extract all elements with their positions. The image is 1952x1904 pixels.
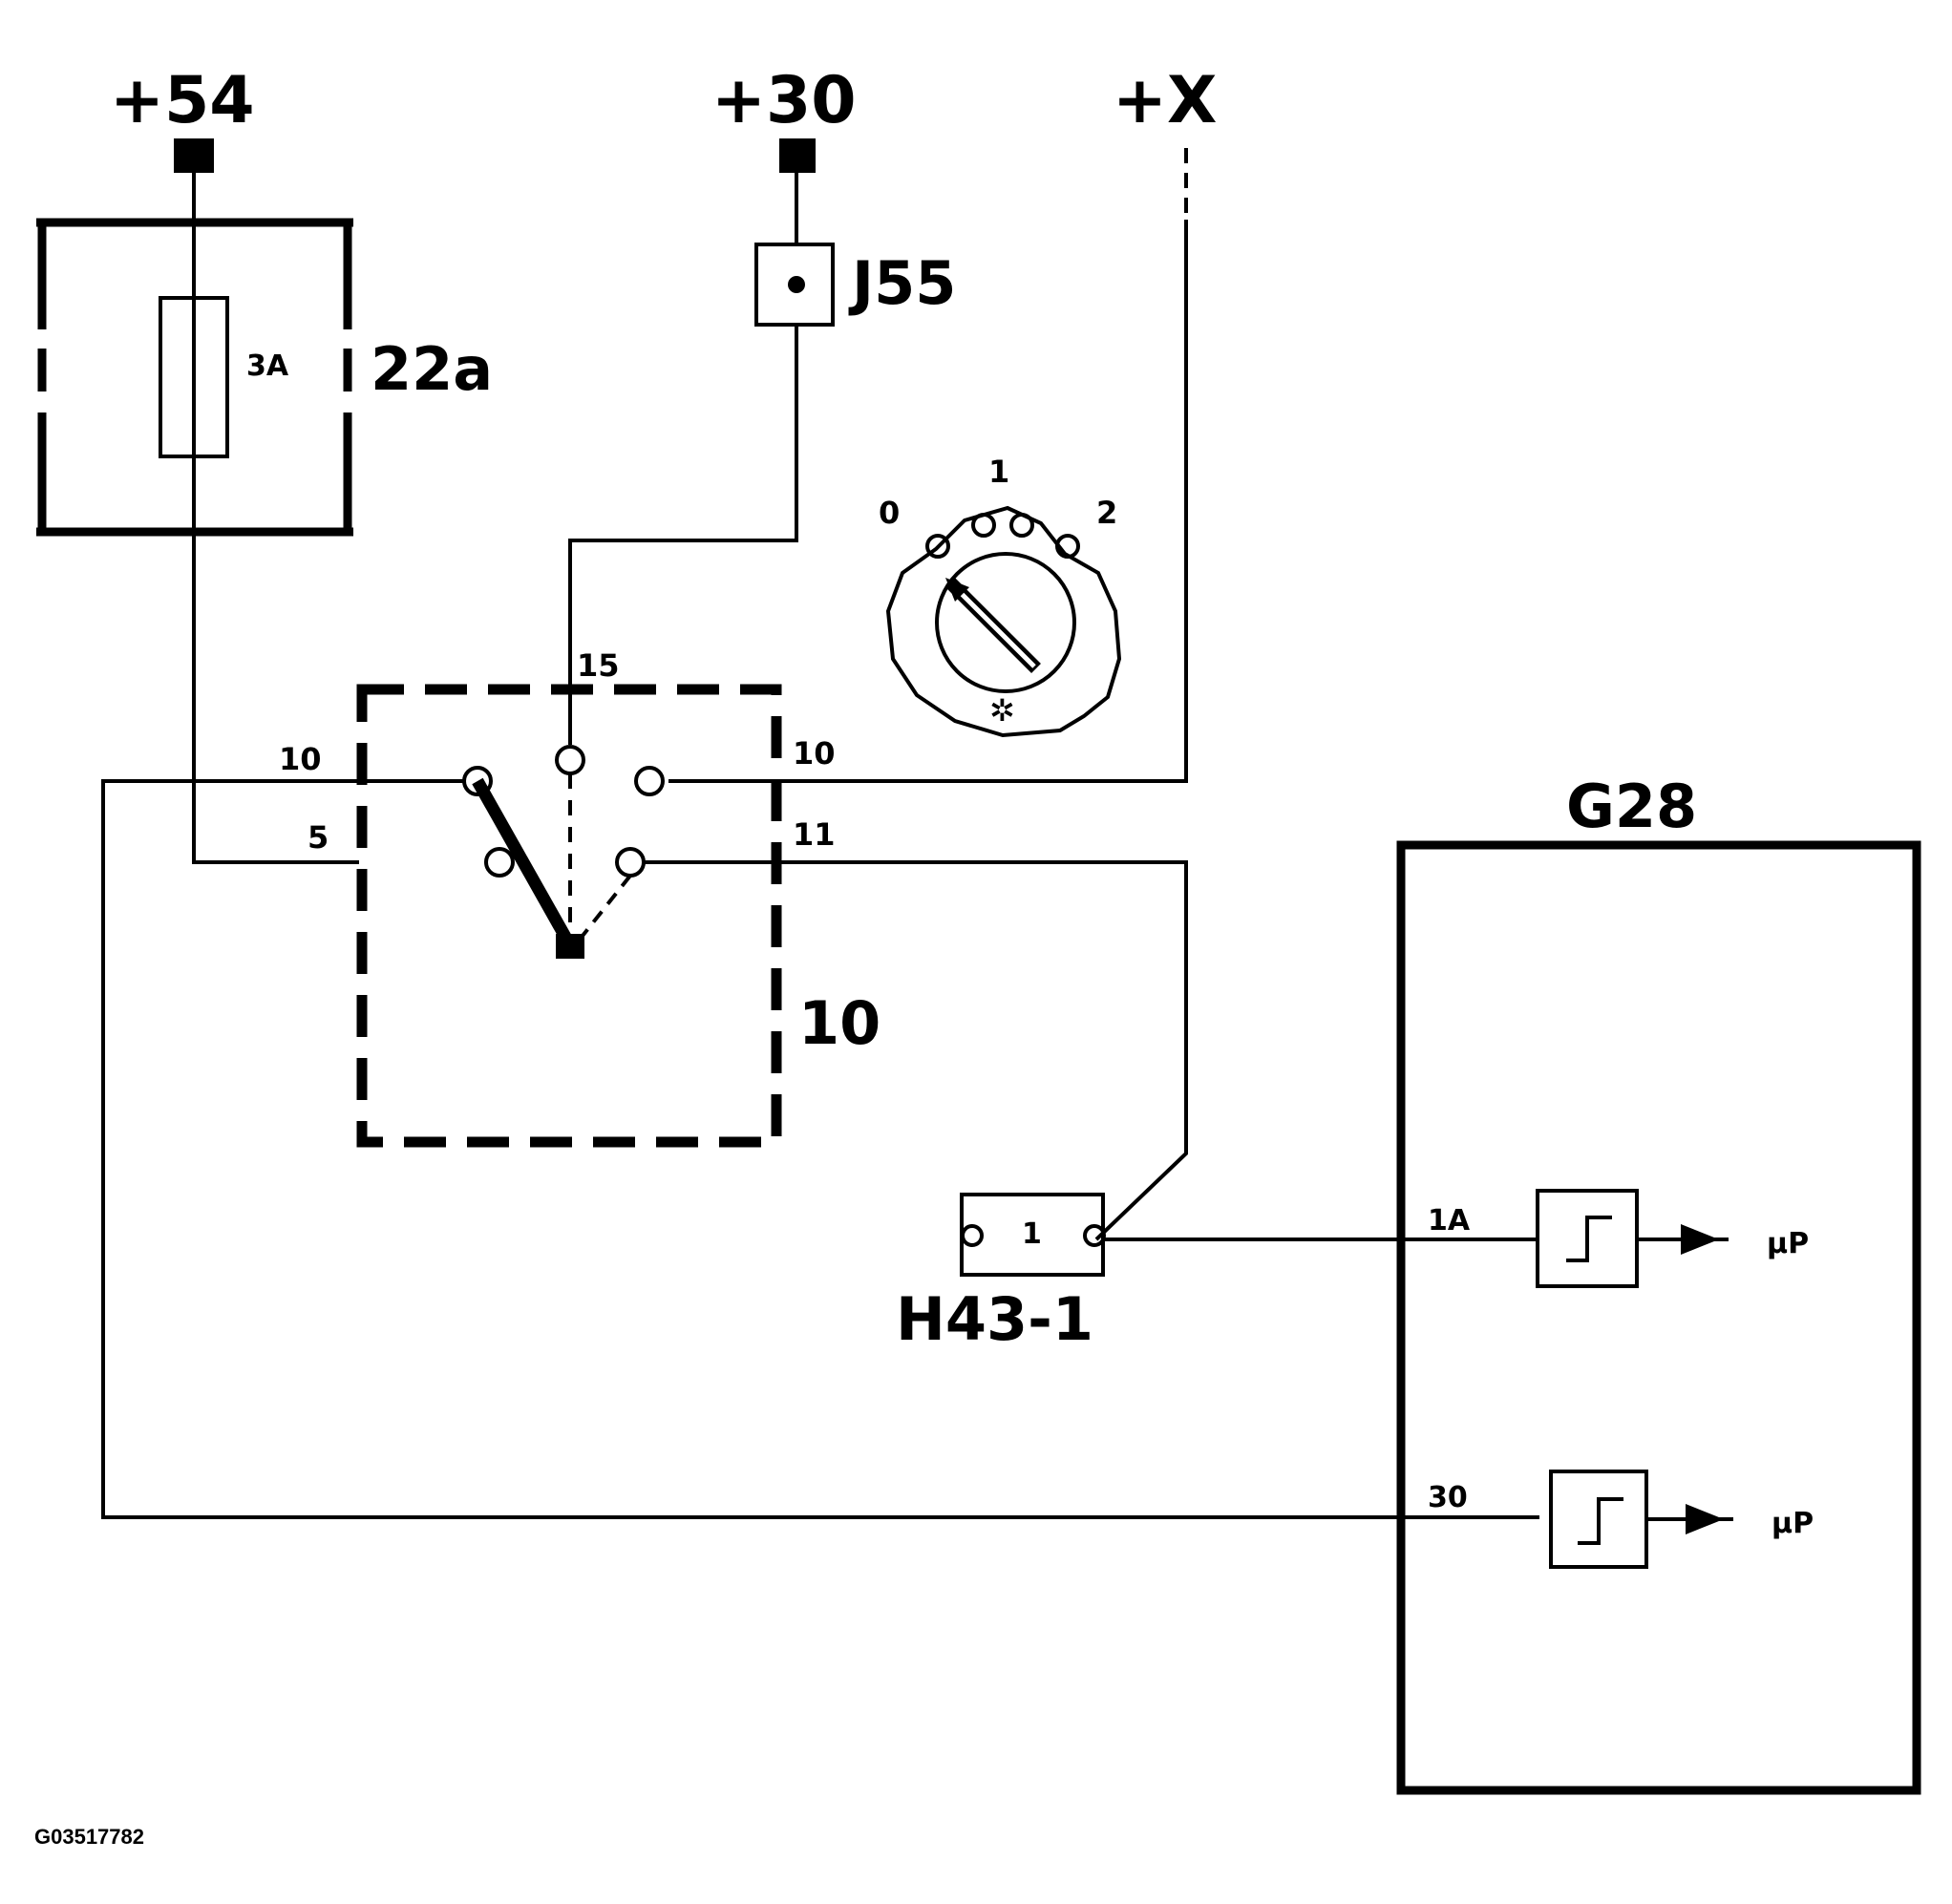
knob-detent-1b: [1009, 513, 1034, 538]
switch-pin-10-label: 10: [279, 741, 322, 777]
switch-pin-15-label: 15: [577, 647, 620, 684]
knob-position-0: 0: [879, 495, 900, 531]
wire-j55-to-pin15: [568, 325, 798, 745]
switch-pin-11-label: 11: [793, 816, 836, 853]
knob-arrow-icon: [945, 578, 969, 602]
wire-54-to-pin5: [192, 173, 359, 864]
j55-label: J55: [848, 248, 956, 318]
knob-inner-dial: [935, 552, 1076, 693]
lamp-terminal-right: [1083, 1224, 1106, 1247]
switch-pivot: [556, 934, 584, 959]
terminal-x-label: +X: [1113, 63, 1217, 138]
knob-outer-ring: [885, 505, 1122, 738]
contact-10-right: [634, 766, 665, 796]
switch-pin-10-right-label: 10: [793, 735, 836, 772]
knob-detent-2: [1055, 534, 1080, 559]
step-icon-1: [1566, 1216, 1612, 1262]
switch-dashed-link-2: [581, 874, 632, 938]
switch-lever: [472, 777, 576, 949]
module-g28-box: [1396, 840, 1921, 1795]
knob-position-2: 2: [1096, 495, 1117, 531]
output-2-label: µP: [1772, 1507, 1814, 1540]
lamp-terminal-left: [961, 1224, 984, 1247]
module-id-label: G28: [1566, 772, 1697, 841]
knob-position-1: 1: [988, 454, 1009, 490]
fuse-id-label: 22a: [371, 334, 493, 404]
knob-detent-1a: [971, 513, 996, 538]
fuse-rating: 3A: [246, 349, 289, 383]
terminal-54-label: +54: [110, 63, 255, 138]
lamp-pin-label: 1: [1022, 1217, 1042, 1251]
switch-pin-5-label: 5: [308, 819, 329, 856]
contact-11: [615, 847, 646, 878]
j55-node: [788, 276, 805, 293]
arrow-icon-1: [1681, 1224, 1719, 1255]
knob-pointer-highlight: [950, 582, 1036, 668]
lamp-id-label: H43-1: [896, 1284, 1093, 1354]
terminal-54-connector: [174, 138, 214, 173]
terminal-30-label: +30: [711, 63, 857, 138]
terminal-30-connector: [779, 138, 816, 173]
step-icon-2: [1578, 1497, 1623, 1545]
contact-5: [484, 847, 515, 878]
switch-enclosure: [356, 684, 782, 1148]
wire-x-to-pin10-right: [668, 220, 1188, 783]
knob-light-icon: ✲: [989, 692, 1015, 729]
contact-15: [555, 745, 585, 775]
arrow-icon-2: [1686, 1504, 1724, 1534]
wire-pin10-to-g28-30: [101, 779, 1539, 1519]
wire-pin11-to-lamp: [644, 860, 1188, 1241]
light-switch-knob[interactable]: 0 1 2 ✲: [879, 454, 1122, 738]
module-pin-30-label: 30: [1428, 1481, 1468, 1514]
module-pin-1a-label: 1A: [1428, 1204, 1471, 1238]
output-1-label: µP: [1767, 1227, 1809, 1260]
switch-id-label: 10: [798, 988, 881, 1058]
figure-code: G03517782: [34, 1825, 144, 1849]
knob-detent-0: [925, 534, 950, 559]
